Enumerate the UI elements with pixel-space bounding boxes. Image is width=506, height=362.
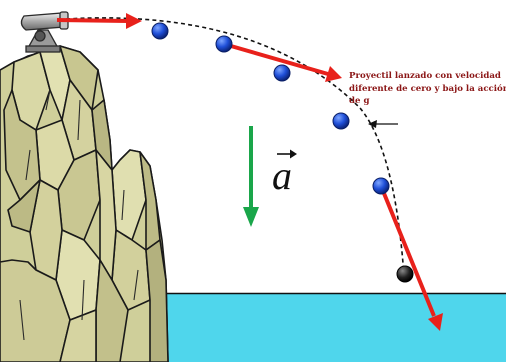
projectile-ball bbox=[273, 64, 291, 82]
final-ball bbox=[396, 265, 414, 283]
vector-arrow-icon bbox=[277, 149, 297, 159]
cliff-illustration bbox=[0, 45, 169, 362]
velocity-arrow-descending bbox=[379, 185, 443, 331]
projectile-ball bbox=[151, 22, 169, 40]
projectile-ball bbox=[215, 35, 233, 53]
velocity-arrow-mid bbox=[223, 42, 342, 82]
velocity-arrow-launch bbox=[56, 13, 142, 29]
acceleration-arrow bbox=[243, 126, 259, 227]
cannon-icon bbox=[20, 11, 69, 53]
pointer-arrow bbox=[368, 120, 398, 128]
projectile-ball bbox=[372, 177, 390, 195]
sea bbox=[150, 292, 506, 362]
annotation-text: Proyectil lanzado con velocidad diferent… bbox=[349, 70, 506, 108]
acceleration-label: a bbox=[272, 149, 312, 200]
projectile-ball bbox=[332, 112, 350, 130]
annotation-line: diferente de cero y bajo la acción bbox=[349, 83, 506, 94]
annotation-line: de g bbox=[349, 96, 370, 106]
acceleration-symbol: a bbox=[272, 153, 292, 198]
annotation-line: Proyectil lanzado con velocidad bbox=[349, 71, 501, 81]
